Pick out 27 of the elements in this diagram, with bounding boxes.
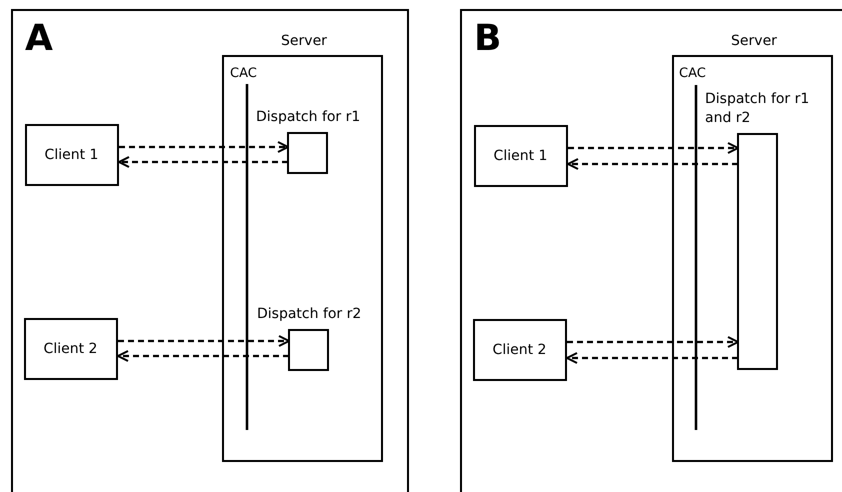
dashed-arrow	[117, 350, 289, 362]
component-label: CAC	[679, 66, 706, 82]
dashed-arrow	[567, 158, 738, 170]
client-box	[24, 318, 118, 380]
client-box	[472, 318, 566, 380]
dashed-arrow	[566, 352, 738, 364]
component-label: CAC	[230, 66, 257, 82]
dashed-arrow	[567, 336, 739, 348]
server-heading: Server	[280, 32, 328, 48]
server-heading: Server	[730, 32, 778, 48]
panel-label: B	[474, 19, 502, 59]
dashed-arrow	[119, 141, 289, 153]
dashed-arrow	[118, 335, 290, 347]
dispatch-label: Dispatch for r1	[256, 108, 362, 127]
panel-frame	[460, 9, 842, 492]
dispatch-label: Dispatch for r1 and r2	[705, 90, 810, 128]
client-label: Client 2	[44, 340, 98, 356]
client-box	[24, 124, 118, 186]
panel-label: A	[25, 19, 53, 59]
client-box	[474, 124, 568, 186]
client-label: Client 1	[44, 146, 98, 162]
dispatch-label: Dispatch for r2	[257, 305, 362, 324]
dashed-arrow	[568, 142, 739, 154]
client-label: Client 1	[494, 148, 548, 164]
dashed-arrow	[118, 156, 288, 168]
client-label: Client 2	[492, 342, 546, 358]
panel-frame	[11, 9, 409, 492]
